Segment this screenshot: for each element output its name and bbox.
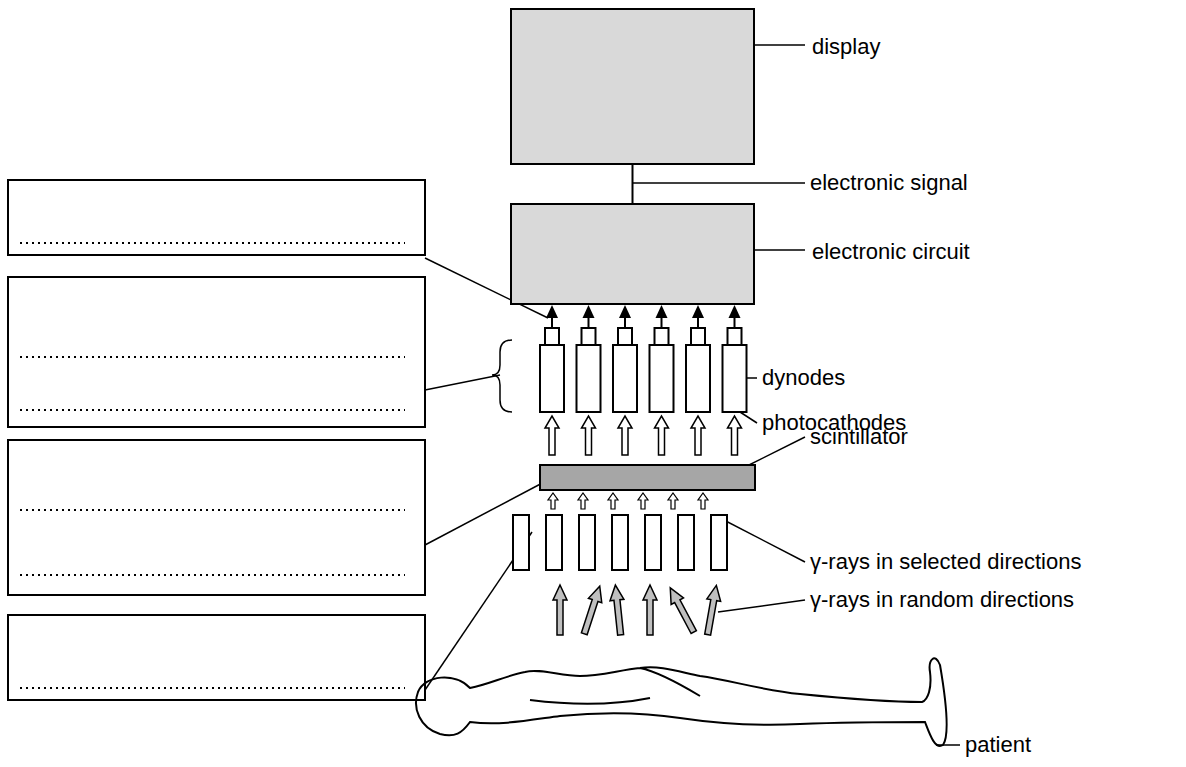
answer-boxes xyxy=(8,180,425,700)
answer-lines xyxy=(20,243,405,688)
collimator xyxy=(513,493,727,570)
part-label: dynodes xyxy=(762,367,845,389)
part-label: electronic signal xyxy=(810,172,968,194)
part-label: patient xyxy=(965,734,1031,756)
part-label: γ-rays in random directions xyxy=(810,589,1074,611)
device-box: electronic circuit xyxy=(510,203,755,305)
part-label: γ-rays in selected directions xyxy=(810,551,1081,573)
device-box: display xyxy=(510,8,755,165)
signal-wire xyxy=(632,165,634,203)
part-label: display xyxy=(812,36,880,58)
photomultiplier-tubes xyxy=(540,305,747,455)
scintillator-crystal xyxy=(540,465,755,490)
part-label: electronic circuit xyxy=(812,241,970,263)
part-label: scintillator xyxy=(810,426,908,448)
patient-outline xyxy=(416,658,947,746)
gamma-rays xyxy=(553,584,723,636)
